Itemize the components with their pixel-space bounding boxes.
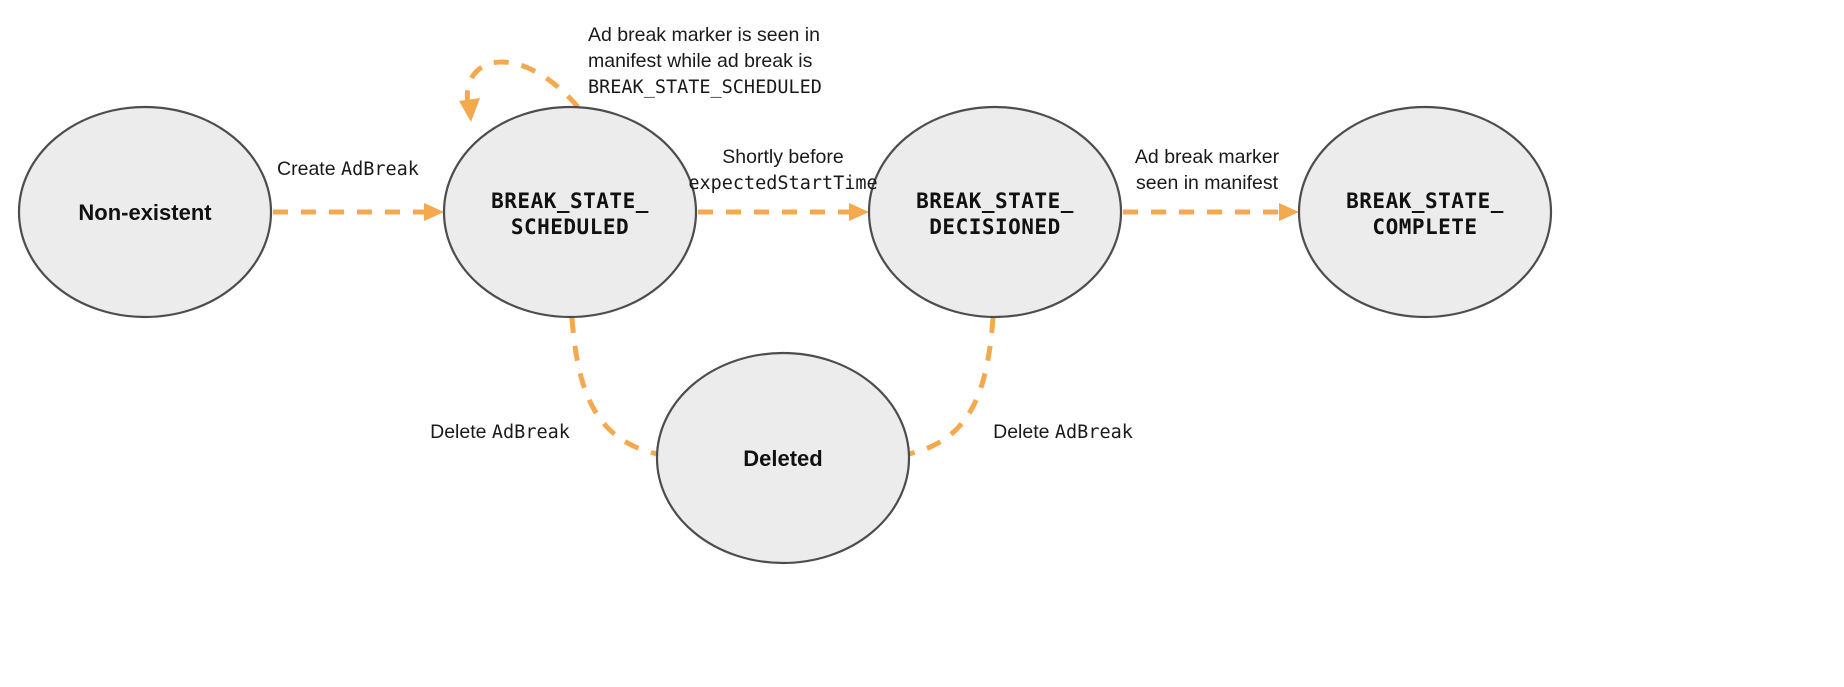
node-break-state-scheduled-shape[interactable]: [442, 105, 698, 319]
node-break-state-scheduled-label-line2: SCHEDULED: [511, 215, 629, 239]
edge-label-delete-from-decisioned-code: AdBreak: [1055, 422, 1133, 443]
edge-label-create-adbreak-plain: Create: [277, 158, 341, 180]
edge-label-self-loop-line1: Ad break marker is seen in: [588, 24, 820, 46]
edge-marker-seen-in-manifest: [1123, 203, 1299, 221]
node-break-state-decisioned-label-line1: BREAK_STATE_: [916, 189, 1074, 213]
edge-label-marker-seen-line1: Ad break marker: [1135, 146, 1280, 168]
edge-delete-from-scheduled-line: [569, 317, 663, 458]
edge-self-loop-marker-seen: [459, 59, 580, 122]
edge-label-delete-from-scheduled: Delete AdBreak: [430, 421, 570, 443]
node-break-state-complete-label-line2: COMPLETE: [1372, 215, 1477, 239]
edge-label-create-adbreak: Create AdBreak: [277, 158, 419, 180]
node-non-existent-label: Non-existent: [78, 200, 212, 225]
node-deleted-shape[interactable]: [655, 351, 911, 565]
edge-marker-seen-arrowhead: [1279, 203, 1299, 221]
edge-self-loop-line: [464, 59, 580, 109]
node-break-state-decisioned[interactable]: BREAK_STATE_ DECISIONED: [867, 105, 1123, 319]
edge-label-self-loop-line3: BREAK_STATE_SCHEDULED: [588, 77, 822, 98]
edge-create-adbreak: [273, 203, 444, 221]
node-break-state-decisioned-label-line2: DECISIONED: [929, 215, 1060, 239]
edge-label-self-loop-line2: manifest while ad break is: [588, 50, 813, 72]
node-break-state-complete[interactable]: BREAK_STATE_ COMPLETE: [1297, 105, 1553, 319]
edge-label-create-adbreak-code: AdBreak: [341, 159, 419, 180]
edge-label-delete-from-decisioned-plain: Delete: [993, 421, 1055, 443]
node-deleted[interactable]: Deleted: [655, 351, 911, 565]
edge-self-loop-arrowhead: [459, 98, 480, 122]
node-break-state-scheduled-label-line1: BREAK_STATE_: [491, 189, 649, 213]
edge-delete-from-decisioned-line: [903, 317, 996, 458]
edge-create-adbreak-arrowhead: [424, 203, 444, 221]
edge-label-marker-seen-line2: seen in manifest: [1136, 172, 1279, 194]
node-break-state-complete-label-line1: BREAK_STATE_: [1346, 189, 1504, 213]
node-non-existent-shape[interactable]: [17, 105, 273, 319]
node-deleted-label: Deleted: [743, 446, 822, 471]
edge-label-delete-from-scheduled-code: AdBreak: [492, 422, 570, 443]
node-non-existent[interactable]: Non-existent: [17, 105, 273, 319]
node-break-state-decisioned-shape[interactable]: [867, 105, 1123, 319]
edge-label-shortly-before-line1: Shortly before: [722, 146, 843, 168]
edge-shortly-before-expected-start: [698, 203, 869, 221]
node-break-state-complete-shape[interactable]: [1297, 105, 1553, 319]
edge-label-delete-from-decisioned: Delete AdBreak: [993, 421, 1133, 443]
edge-label-shortly-before-line2: expectedStartTime: [688, 173, 877, 194]
node-break-state-scheduled[interactable]: BREAK_STATE_ SCHEDULED: [442, 105, 698, 319]
edge-shortly-before-arrowhead: [849, 203, 869, 221]
edge-label-delete-from-scheduled-plain: Delete: [430, 421, 492, 443]
